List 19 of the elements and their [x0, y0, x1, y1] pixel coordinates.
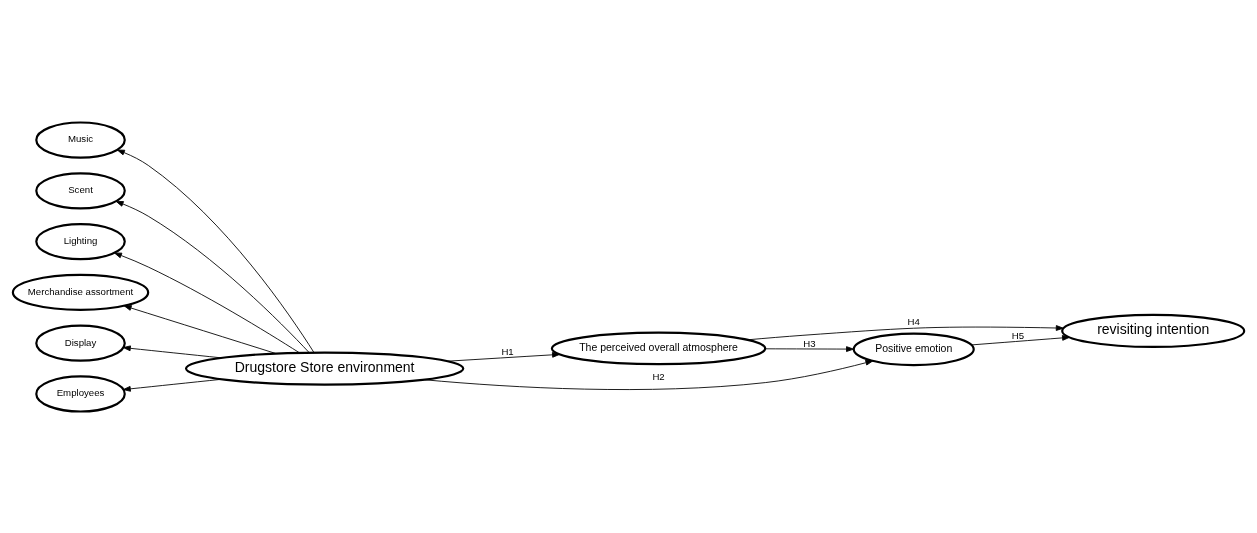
edge-label: H3 — [803, 337, 816, 349]
arrow — [765, 345, 854, 352]
edge-label: H2 — [652, 370, 665, 382]
arrow — [114, 252, 300, 353]
arrow — [115, 200, 310, 353]
node-ellipse: Drugstore Store environment — [184, 351, 465, 386]
arrow — [447, 351, 560, 362]
arrow — [122, 378, 222, 392]
arrow — [971, 334, 1070, 345]
arrow — [116, 149, 315, 353]
arrow — [123, 304, 277, 354]
edge-label: H1 — [501, 345, 514, 357]
node-ellipse: Employees — [35, 374, 126, 413]
arrow — [122, 344, 222, 358]
edge-label: H5 — [1011, 329, 1025, 341]
arrow — [424, 359, 874, 390]
arrow — [747, 324, 1064, 340]
edge-label: H4 — [907, 315, 920, 327]
node-ellipse: Display — [35, 324, 126, 362]
